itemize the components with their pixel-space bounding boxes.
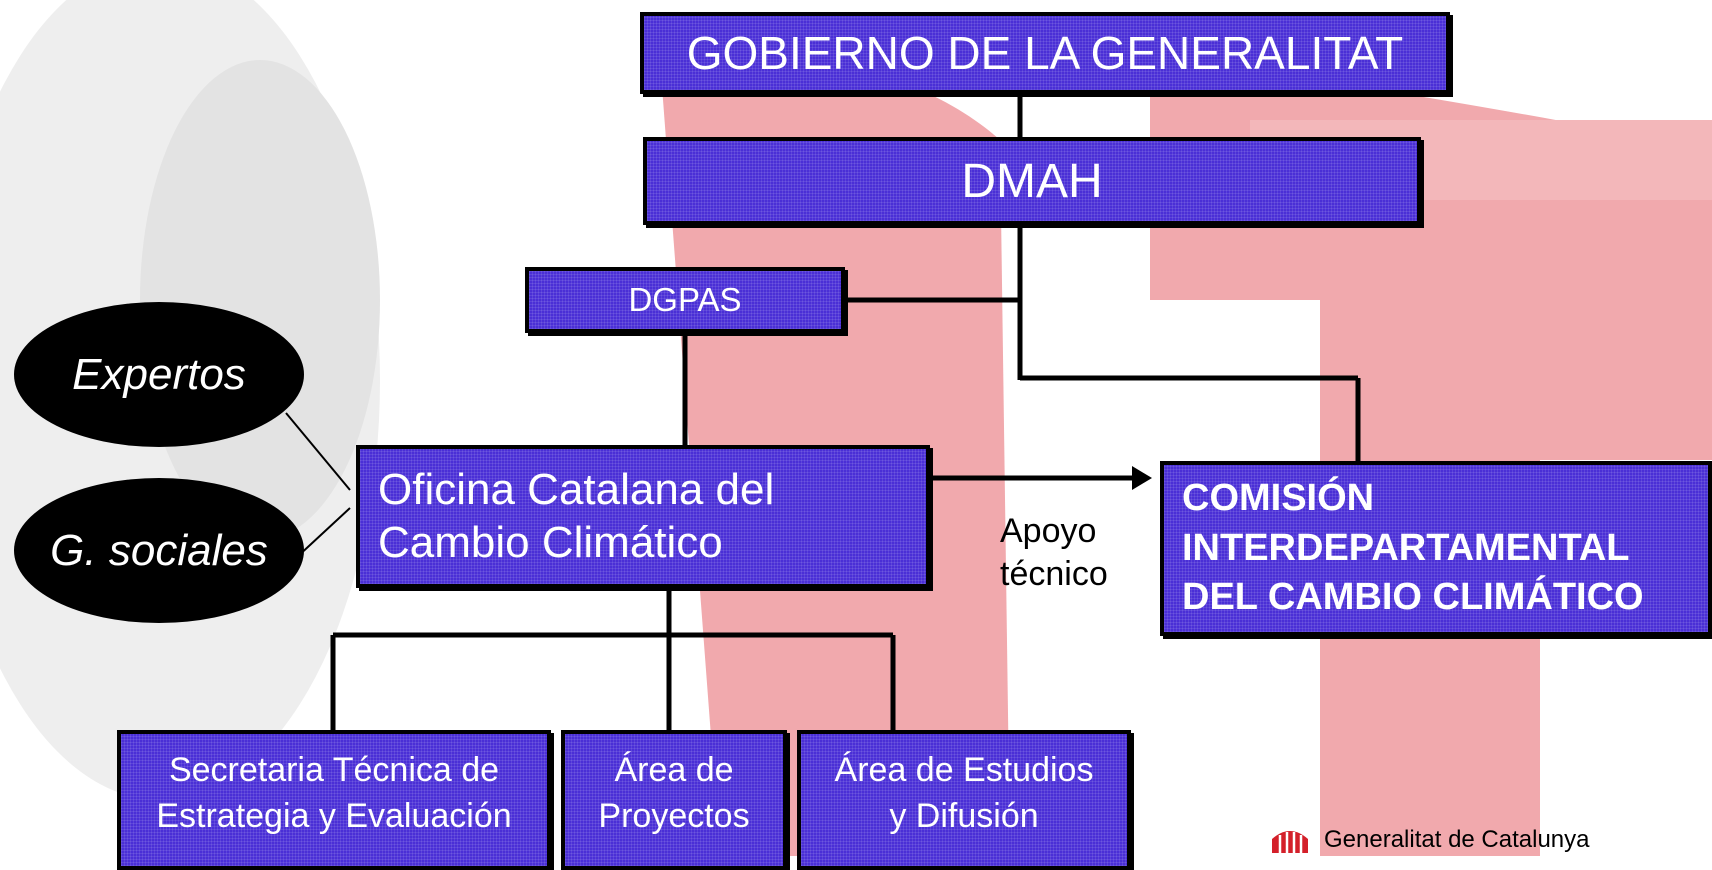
apoyo-tecnico-label: Apoyo técnico [1000,512,1108,593]
estudios-box: Área de Estudios y Difusión [797,730,1131,870]
sociales-oval: G. sociales [14,478,304,623]
secretaria-box: Secretaria Técnica de Estrategia y Evalu… [117,730,551,870]
proyectos-box: Área de Proyectos [561,730,787,870]
footer: Generalitat de Catalunya [1270,826,1590,854]
dmah-box: DMAH [643,137,1421,225]
gobierno-box: GOBIERNO DE LA GENERALITAT [640,12,1450,94]
comision-box: COMISIÓN INTERDEPARTAMENTAL DEL CAMBIO C… [1160,461,1712,636]
senyera-logo-icon [1272,831,1308,853]
oficina-box: Oficina Catalana del Cambio Climático [356,445,930,588]
footer-org-name: Generalitat de Catalunya [1324,826,1590,853]
expertos-oval: Expertos [14,302,304,447]
dgpas-box: DGPAS [525,267,845,333]
